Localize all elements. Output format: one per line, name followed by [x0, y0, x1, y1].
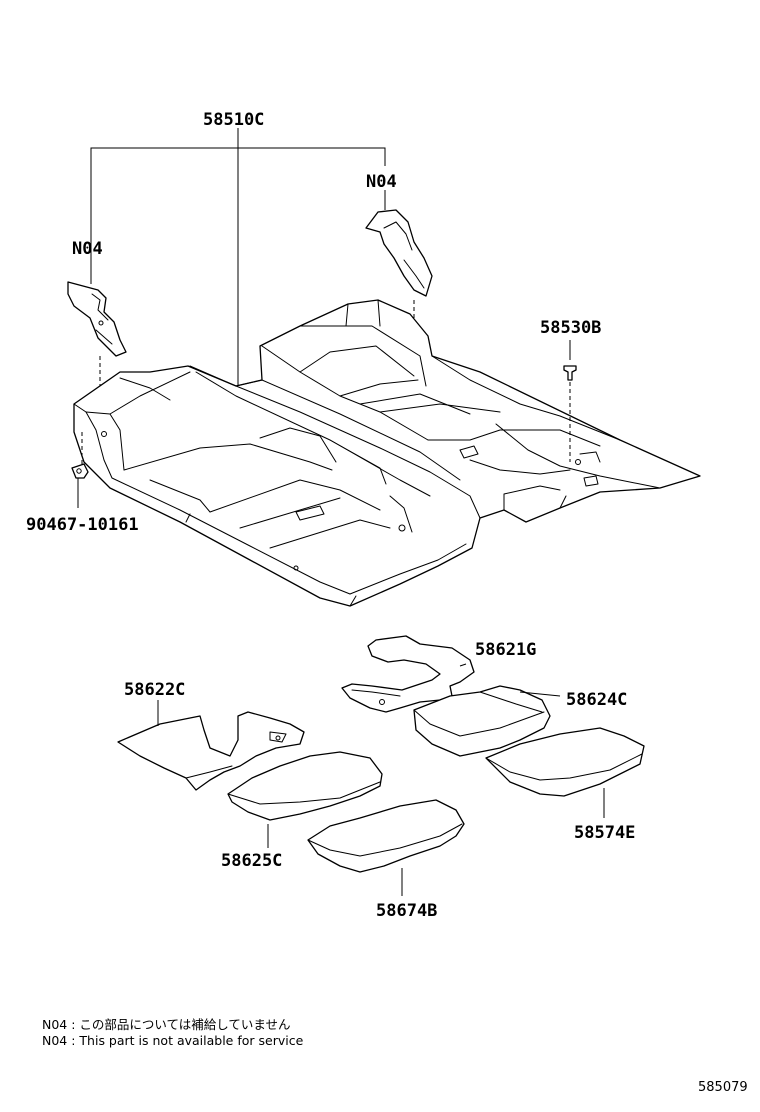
carpet-assy-leader [90, 128, 386, 386]
callout-n04-left: N04 [72, 239, 103, 259]
callout-58674b: 58674B [376, 901, 437, 921]
callout-58624c: 58624C [566, 690, 627, 710]
footnote-japanese: N04 : この部品については補給していません [42, 1017, 291, 1032]
mat-58574e [485, 727, 645, 818]
callout-58574e: 58574E [574, 823, 635, 843]
figure-code: 585079 [698, 1080, 748, 1095]
callout-58530b: 58530B [540, 318, 601, 338]
mat-58621g [341, 635, 475, 713]
callout-58625c: 58625C [221, 851, 282, 871]
mat-58674b [307, 799, 465, 896]
clip-90467 [71, 430, 89, 508]
footnote-english: N04 : This part is not available for ser… [42, 1033, 304, 1048]
mat-58625c [227, 751, 383, 848]
mat-58622c [117, 700, 305, 791]
mat-58624c [413, 685, 561, 757]
clip-58530b [563, 340, 577, 462]
callout-58622c: 58622C [124, 680, 185, 700]
callout-n04-right: N04 [366, 172, 397, 192]
callout-58510c: 58510C [203, 110, 264, 130]
callout-90467-10161: 90467-10161 [26, 515, 139, 535]
callout-58621g: 58621G [475, 640, 536, 660]
left-cover-piece [67, 281, 127, 388]
floor-carpet-assy [73, 299, 701, 607]
